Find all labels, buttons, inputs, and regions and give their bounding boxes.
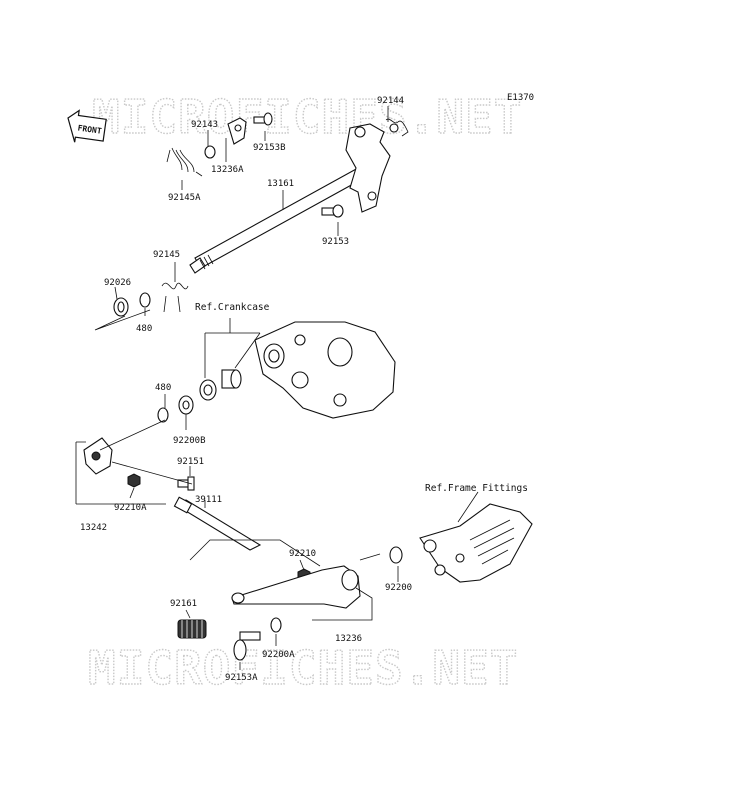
- bolt-92153b: [253, 112, 273, 126]
- collar-92143: [204, 145, 216, 159]
- part-label-13242[interactable]: 13242: [80, 523, 107, 533]
- part-label-13236a[interactable]: 13236A: [211, 165, 244, 175]
- washer-92200: [389, 546, 403, 564]
- part-label-92161[interactable]: 92161: [170, 599, 197, 609]
- frame-fittings-reference: [419, 503, 533, 583]
- bolt-92153a: [233, 631, 261, 661]
- part-label-92153a[interactable]: 92153A: [225, 673, 258, 683]
- part-label-92144[interactable]: 92144: [377, 96, 404, 106]
- watermark-bottom: MICROFICHES.NET: [88, 641, 518, 695]
- circlip-480-lower: [157, 407, 169, 423]
- watermark-top: MICROFICHES.NET: [92, 90, 522, 144]
- ref-frame-fittings-label: Ref.Frame Fittings: [425, 483, 528, 494]
- ref-crankcase-label: Ref.Crankcase: [195, 302, 270, 313]
- shift-shaft-13161: [189, 123, 391, 274]
- part-label-92145[interactable]: 92145: [153, 250, 180, 260]
- part-label-92200a[interactable]: 92200A: [262, 650, 295, 660]
- lever-13242: [83, 437, 113, 475]
- part-label-13236[interactable]: 13236: [335, 634, 362, 644]
- part-label-480-lower[interactable]: 480: [155, 383, 171, 393]
- nut-92210a: [127, 473, 141, 488]
- spring-92145a: [166, 147, 203, 177]
- part-label-92210[interactable]: 92210: [289, 549, 316, 559]
- footpeg-rubber-92161: [177, 619, 207, 639]
- bolt-92153: [321, 204, 344, 218]
- part-label-92026[interactable]: 92026: [104, 278, 131, 288]
- washer-92200a: [270, 617, 282, 633]
- part-label-92200[interactable]: 92200: [385, 583, 412, 593]
- leader-lines: [94, 106, 479, 670]
- part-label-39111[interactable]: 39111: [195, 495, 222, 505]
- part-label-92145a[interactable]: 92145A: [168, 193, 201, 203]
- part-label-92200b[interactable]: 92200B: [173, 436, 206, 446]
- needle-bearing-ref: [221, 369, 242, 389]
- spring-92144: [385, 118, 409, 137]
- spring-92145: [161, 282, 189, 313]
- part-label-92143[interactable]: 92143: [191, 120, 218, 130]
- part-label-480-upper[interactable]: 480: [136, 324, 152, 334]
- part-label-92153b[interactable]: 92153B: [253, 143, 286, 153]
- shift-pedal-13236: [231, 565, 361, 609]
- front-arrow-icon: FRONT: [67, 109, 107, 143]
- circlip-480-upper: [139, 292, 151, 308]
- tie-rod-39111: [173, 496, 262, 551]
- part-label-92153[interactable]: 92153: [322, 237, 349, 247]
- front-badge-label: FRONT: [77, 123, 102, 135]
- part-label-13161[interactable]: 13161: [267, 179, 294, 189]
- part-label-92210a[interactable]: 92210A: [114, 503, 147, 513]
- figure-code: E1370: [507, 93, 534, 103]
- part-label-92151[interactable]: 92151: [177, 457, 204, 467]
- crankcase-reference: [254, 321, 396, 419]
